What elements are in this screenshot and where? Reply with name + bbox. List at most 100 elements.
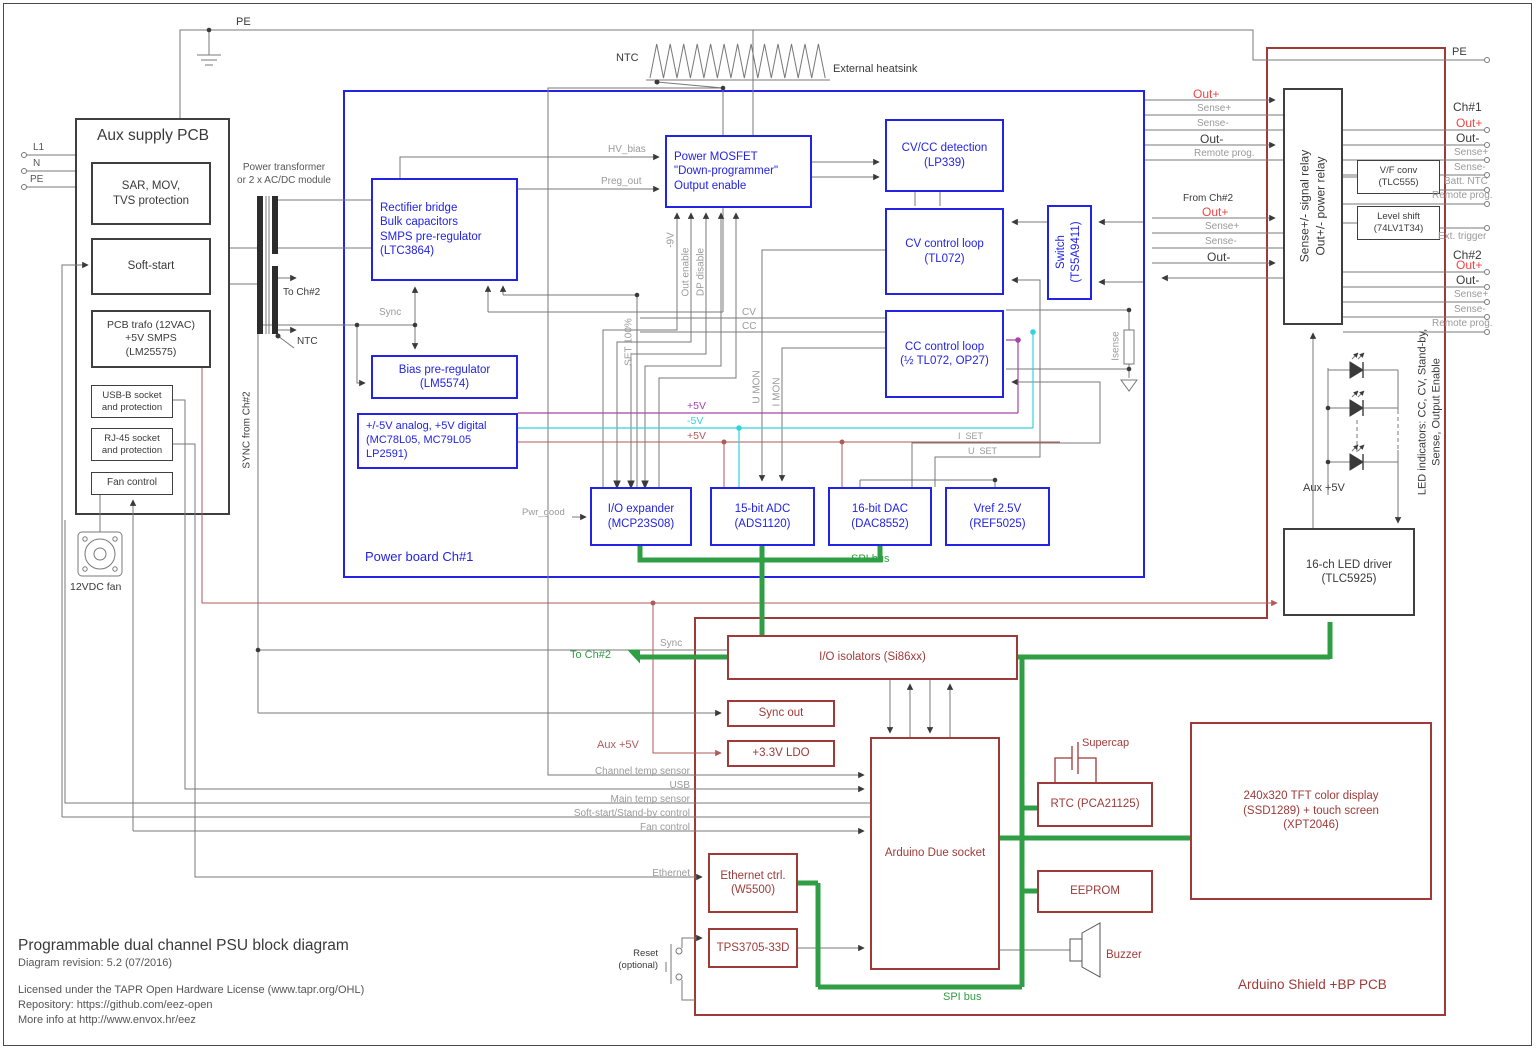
tft-display-block: 240x320 TFT color display (SSD1289) + to… <box>1190 722 1432 900</box>
arduino-due-socket-block: Arduino Due socket <box>870 737 1000 970</box>
level-shift-block: Level shift (74LV1T34) <box>1357 206 1440 240</box>
supercap-icon <box>1054 742 1097 782</box>
led-driver-block: 16-ch LED driver (TLC5925) <box>1283 528 1415 616</box>
tps-supervisor-block: TPS3705-33D <box>708 928 798 968</box>
usb-socket-block: USB-B socket and protection <box>91 385 173 418</box>
relay-block <box>1283 88 1343 325</box>
remote-prog-ch1-label: Remote prog. <box>1194 148 1255 159</box>
spi-bus-wires <box>637 546 1333 990</box>
cv-label: CV <box>742 307 756 318</box>
cv-control-loop-block: CV control loop (TL072) <box>885 208 1004 295</box>
cvcc-detection-block: CV/CC detection (LP339) <box>885 119 1004 192</box>
power-mosfet-block: Power MOSFET "Down-programmer" Output en… <box>665 135 812 208</box>
cyan-dot2 <box>1030 329 1036 335</box>
buzzer-label: Buzzer <box>1106 949 1142 961</box>
aux-5v-front-label: Aux +5V <box>1303 482 1345 494</box>
sense-minus-ch1-label: Sense- <box>1197 118 1229 129</box>
reset-switch-icon <box>665 944 672 984</box>
u-set-label: U SET <box>968 446 998 456</box>
m5v-analog-label: -5V <box>687 415 704 427</box>
power-board-title: Power board Ch#1 <box>365 549 474 564</box>
cc-label: CC <box>742 321 757 332</box>
n-label: N <box>33 158 41 169</box>
ch2-out-plus: Out+ <box>1456 258 1483 272</box>
channel-temp-label: Channel temp sensor <box>594 766 690 777</box>
to-ch2-transformer-label: To Ch#2 <box>283 287 321 298</box>
ntc-inrush-label: NTC <box>297 336 318 347</box>
aux-pcb-title: Aux supply PCB <box>97 127 209 144</box>
out-plus-ch2-label: Out+ <box>1202 205 1229 219</box>
out-enable-label: Out enable <box>680 247 692 297</box>
cyan-dot <box>736 425 742 431</box>
m5v-analog-rail <box>518 330 1034 487</box>
fan-ctrl-label: Fan control <box>639 822 690 833</box>
pe-left-label: PE <box>30 174 44 185</box>
p5v-digital-label: +5V <box>687 430 706 442</box>
dp-disable-label: DP disable <box>695 247 707 297</box>
vref-block: Vref 2.5V (REF5025) <box>945 487 1050 546</box>
supercap-wires <box>1054 742 1097 782</box>
ch1-batt-ntc: Batt. NTC <box>1444 176 1488 187</box>
p5v-analog-label: +5V <box>687 400 706 412</box>
minus-9v-label: -9V <box>665 232 677 248</box>
fan-icon <box>77 531 123 577</box>
relay-block-label: Sense+/- signal relay Out+/- power relay <box>1297 149 1327 263</box>
out-minus-ch2-label: Out- <box>1207 250 1231 264</box>
ethernet-ctrl-block: Ethernet ctrl. (W5500) <box>708 853 798 913</box>
supercap-label: Supercap <box>1082 737 1130 749</box>
reset-label: Reset (optional) <box>618 948 658 971</box>
ch2-label: Ch#2 <box>1453 248 1482 262</box>
l1-label: L1 <box>33 142 45 153</box>
out-minus-ch1-label: Out- <box>1200 132 1224 146</box>
switch-block-label: Switch (TS5A9411) <box>1055 221 1082 283</box>
arduino-shield-title: Arduino Shield +BP PCB <box>1238 977 1387 992</box>
gray-wires <box>27 29 1484 1001</box>
ldo-block: +3.3V LDO <box>727 740 835 767</box>
rectifier-block: Rectifier bridge Bulk capacitors SMPS pr… <box>371 178 518 281</box>
eeprom-block: EEPROM <box>1037 870 1153 913</box>
terminal-circles <box>21 57 1490 981</box>
to-ch2-green-label: To Ch#2 <box>570 649 611 661</box>
i-mon-label: I MON <box>771 377 783 407</box>
magenta-dot <box>1015 337 1021 343</box>
io-expander-block: I/O expander (MCP23S08) <box>590 487 692 546</box>
aux-5v-brown-label: Aux +5V <box>597 739 639 751</box>
usb-input-label: USB <box>669 780 690 791</box>
diagram-license: Licensed under the TAPR Open Hardware Li… <box>18 984 365 996</box>
main-temp-label: Main temp sensor <box>610 794 690 805</box>
sense-minus-ch2-label: Sense- <box>1205 236 1237 247</box>
ch1-out-plus: Out+ <box>1456 116 1483 130</box>
transformer-core <box>265 196 270 334</box>
to-ch2-green-arrow <box>627 649 640 664</box>
pe-top-label: PE <box>236 16 251 28</box>
analog-5v-regulator-block: +/-5V analog, +5V digital (MC78L05, MC79… <box>357 413 518 469</box>
buzzer-icon <box>1069 922 1101 978</box>
ch1-sense-plus: Sense+ <box>1454 147 1489 158</box>
vf-conv-block: V/F conv (TLC555) <box>1357 160 1440 194</box>
heatsink-fins-icon <box>646 43 830 81</box>
transformer-icon <box>257 196 278 334</box>
transformer-label: Power transformer or 2 x AC/DC module <box>237 162 331 186</box>
sar-mov-tvs-block: SAR, MOV, TVS protection <box>91 162 211 225</box>
brown-dots <box>650 439 845 606</box>
fan-control-block: Fan control <box>91 472 173 495</box>
sync-out-block: Sync out <box>727 700 835 727</box>
ntc-top-label: NTC <box>616 52 639 64</box>
rj45-socket-block: RJ-45 socket and protection <box>91 428 173 461</box>
io-isolators-block: I/O isolators (Si86xx) <box>727 635 1018 680</box>
aux-5v-wires <box>201 368 1278 757</box>
rtc-block: RTC (PCA21125) <box>1037 782 1153 827</box>
spi-bus-label-top: SPI bus <box>851 553 890 565</box>
diagram-repository: Repository: https://github.com/eez-open <box>18 999 213 1011</box>
arduino-shield-outline <box>694 47 1446 1016</box>
pe-ground-icon <box>197 30 221 66</box>
aux-smps-block: PCB trafo (12VAC) +5V SMPS (LM25575) <box>91 310 211 368</box>
ch1-out-minus: Out- <box>1456 131 1480 145</box>
ch2-sense-minus: Sense- <box>1454 304 1486 315</box>
power-board-outline <box>343 90 1145 578</box>
soft-start-block: Soft-start <box>91 238 211 295</box>
page-border <box>3 3 1532 1046</box>
preg-out-label: Preg_out <box>601 176 642 187</box>
